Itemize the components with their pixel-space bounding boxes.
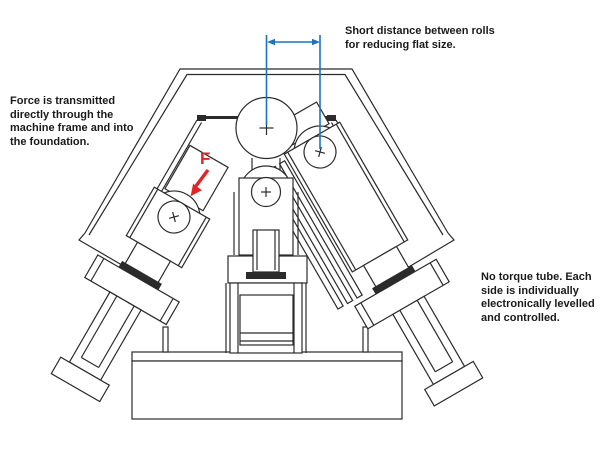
roll-distance-dimension <box>265 35 321 149</box>
force-transmission-note: Force is transmitted directly through th… <box>10 95 134 148</box>
dimension-arrow-left <box>267 38 275 46</box>
torque-tube-note: No torque tube. Each side is individuall… <box>481 271 595 324</box>
cylinder-foot <box>423 360 484 407</box>
foundation-base <box>131 326 403 420</box>
center-column-assembly <box>225 158 308 354</box>
force-label: F <box>200 149 211 168</box>
right-roll-x-mark <box>314 146 326 158</box>
roll-distance-note: Short distance between rolls for reducin… <box>345 25 495 51</box>
force-arrow <box>190 168 210 197</box>
left-arm-assembly <box>50 144 229 403</box>
left-roll-x-mark <box>168 211 180 223</box>
cylinder-foot <box>50 356 111 403</box>
piston-rod <box>392 295 466 386</box>
seal-strip <box>246 272 286 279</box>
anchor-stud-left <box>162 326 169 353</box>
anchor-stud-right <box>362 326 369 353</box>
seal-strip <box>372 265 416 295</box>
center-roll-plus-mark <box>261 187 271 197</box>
dimension-arrow-right <box>312 38 320 46</box>
piston-rod <box>68 291 142 381</box>
tie-rod <box>278 160 364 299</box>
seal-strip <box>118 260 162 290</box>
